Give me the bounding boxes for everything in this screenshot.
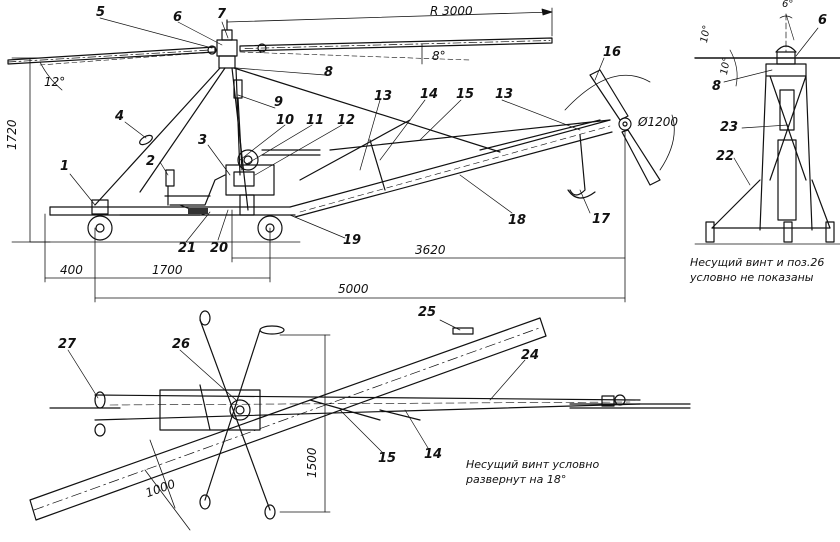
front-callout-23: 23 (720, 120, 739, 135)
callout-16: 16 (603, 45, 622, 60)
top-callout-15: 15 (378, 451, 397, 466)
tail-rotor (590, 70, 660, 185)
dim-overall-length: 5000 (338, 282, 369, 296)
callout-17: 17 (592, 212, 611, 227)
callout-7: 7 (217, 7, 227, 22)
callout-15: 15 (456, 87, 475, 102)
front-wheel (88, 200, 112, 240)
dim-boom-length: 3620 (415, 243, 446, 257)
top-callout-25: 25 (418, 305, 437, 320)
pylon (95, 68, 500, 210)
rotor-hub (208, 20, 266, 68)
main-rotor-blade-right (240, 38, 552, 51)
control-stick (138, 133, 154, 146)
leader-lines (68, 18, 818, 452)
tail-rotor-diameter-arc-bottom (660, 115, 674, 170)
blade-reference-line-right (240, 52, 470, 60)
front-view (695, 14, 840, 244)
height-dimension (12, 58, 50, 242)
callout-18: 18 (508, 213, 527, 228)
callout-21: 21 (178, 241, 197, 256)
tail-skid (568, 135, 595, 198)
top-note-line-1: Несущий винт условно (466, 458, 600, 471)
top-view (30, 311, 690, 530)
top-callout-24: 24 (521, 348, 540, 363)
top-fuselage (50, 385, 640, 430)
front-frame (760, 76, 812, 230)
top-rotor-blade (30, 318, 546, 520)
main-frame (50, 205, 295, 215)
front-pylon-top (766, 64, 806, 76)
callout-12: 12 (337, 113, 356, 128)
callout-3: 3 (198, 133, 208, 148)
front-note-line-2: условно не показаны (690, 271, 814, 284)
top-front-wheel (95, 392, 105, 436)
callout-8: 8 (324, 65, 334, 80)
front-note-line-1: Несущий винт и поз.26 (690, 256, 825, 269)
top-callout-14: 14 (424, 447, 443, 462)
tail-boom (290, 120, 612, 217)
rotor-radius-dimension (227, 8, 552, 36)
callout-10: 10 (276, 113, 295, 128)
top-landing-gear (200, 311, 284, 519)
dim-front-offset: 400 (60, 263, 83, 277)
track-dimension (280, 335, 330, 512)
callout-19: 19 (343, 233, 362, 248)
front-callout-22: 22 (716, 149, 735, 164)
callout-5: 5 (96, 5, 106, 20)
callout-13b: 13 (495, 87, 514, 102)
top-callout-27: 27 (58, 337, 77, 352)
top-tail-rotor (570, 395, 690, 408)
dim-angle-6: 6° (782, 0, 794, 10)
dim-height: 1720 (5, 119, 19, 150)
seat-assembly (165, 170, 225, 205)
callout-2: 2 (146, 154, 156, 169)
dim-angle-8: 8° (432, 49, 446, 63)
callout-1: 1 (60, 159, 70, 174)
dim-angle-12: 12° (44, 75, 66, 89)
front-callout-6: 6 (818, 13, 828, 28)
dim-track: 1500 (305, 447, 319, 478)
dim-tail-rotor-diameter: Ø1200 (638, 115, 678, 129)
dim-wheelbase: 1700 (152, 263, 183, 277)
dim-rotor-radius: R 3000 (430, 4, 473, 18)
front-landing-gear (706, 180, 834, 242)
callout-6: 6 (173, 10, 183, 25)
callout-14: 14 (420, 87, 439, 102)
angle-12-arc (40, 62, 62, 90)
top-callout-26: 26 (172, 337, 191, 352)
callout-20: 20 (210, 241, 229, 256)
item-25-mark (453, 328, 473, 334)
front-callout-8: 8 (712, 79, 722, 94)
length-dimensions (45, 132, 625, 302)
chord-dimension (145, 440, 190, 530)
callout-9: 9 (274, 95, 284, 110)
callout-11: 11 (306, 113, 325, 128)
main-rotor-blade-left (8, 47, 215, 64)
callout-4: 4 (115, 109, 125, 124)
side-view (8, 8, 674, 302)
callout-13a: 13 (374, 89, 393, 104)
top-note-line-2: развернут на 18° (466, 473, 567, 486)
blade-reference-line (40, 52, 215, 65)
tail-rotor-diameter-arc-top (565, 75, 650, 110)
